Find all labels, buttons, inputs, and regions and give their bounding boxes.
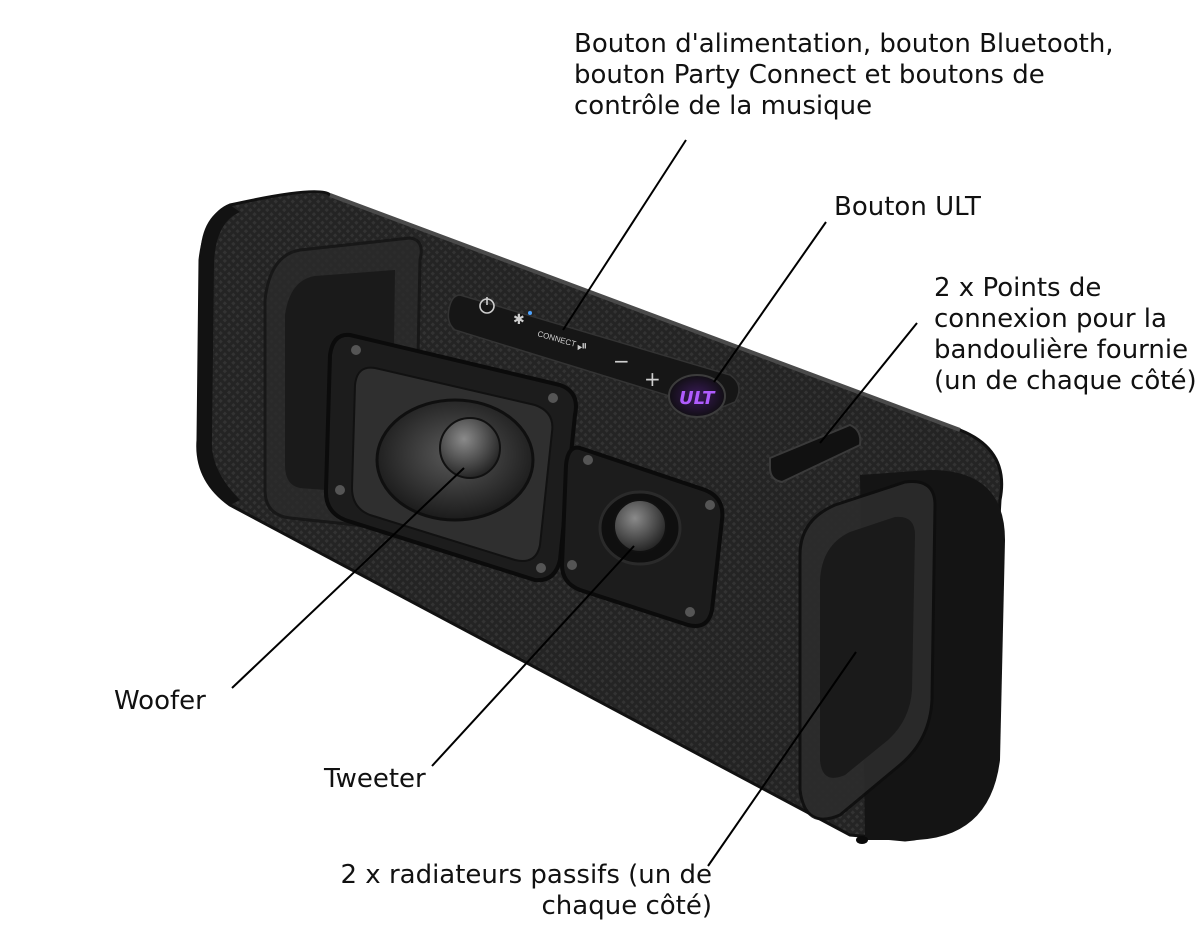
label-strap: 2 x Points de connexion pour la bandouli… [934, 273, 1197, 397]
label-woofer-line-1: Woofer [114, 686, 206, 716]
label-controls-line-1: Bouton d'alimentation, bouton Bluetooth, [574, 29, 1114, 59]
bluetooth-icon: ✱ [513, 312, 525, 328]
label-strap-line-1: 2 x Points de [934, 273, 1102, 303]
leader-lines [231, 139, 918, 867]
ult-button-graphic: ULT [668, 374, 726, 418]
leader-radiators [707, 651, 857, 867]
label-tweeter: Tweeter [324, 764, 426, 795]
label-woofer: Woofer [114, 686, 206, 717]
label-controls-line-3: contrôle de la musique [574, 91, 873, 121]
leader-woofer [231, 467, 465, 689]
leader-ult [713, 221, 827, 383]
panel-minus: − [613, 349, 630, 373]
right-passive-radiator [798, 470, 1005, 844]
label-tweeter-line-1: Tweeter [324, 764, 426, 794]
play-pause-icon: ⏯ [577, 339, 587, 354]
leader-tweeter [431, 545, 635, 767]
power-icon [479, 297, 495, 314]
control-panel: ✱ CONNECT ⏯ − + ULT [447, 294, 740, 418]
label-strap-line-3: bandoulière fournie [934, 335, 1189, 365]
panel-plus: + [644, 367, 661, 391]
strap-connection-point [769, 423, 862, 484]
label-strap-line-4: (un de chaque côté) [934, 366, 1197, 396]
label-radiators-line-1: 2 x radiateurs passifs (un de [340, 860, 713, 890]
label-controls-line-2: bouton Party Connect et boutons de [574, 60, 1045, 90]
label-radiators: 2 x radiateurs passifs (un de chaque côt… [340, 860, 713, 922]
ult-button-text: ULT [679, 388, 716, 409]
label-ult: Bouton ULT [834, 192, 981, 223]
label-radiators-line-2: chaque côté) [541, 891, 713, 921]
label-strap-line-2: connexion pour la [934, 304, 1167, 334]
label-ult-line-1: Bouton ULT [834, 192, 981, 222]
leader-controls [562, 139, 687, 331]
label-controls: Bouton d'alimentation, bouton Bluetooth,… [574, 29, 1114, 122]
woofer [323, 332, 578, 583]
leader-strap [819, 322, 918, 444]
